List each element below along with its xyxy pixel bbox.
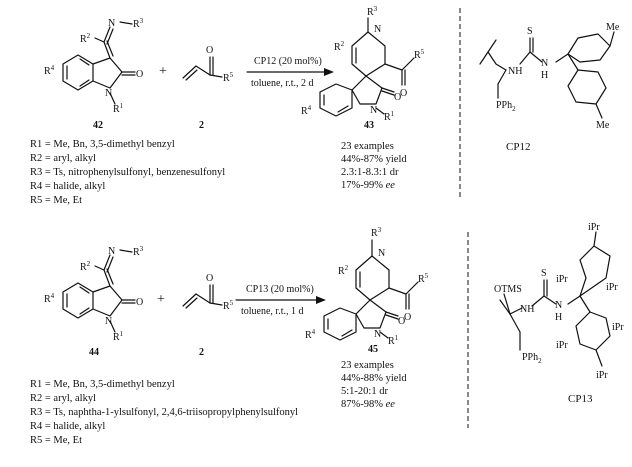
plus-sign-2: +	[157, 292, 165, 307]
solvent-condition-2: toluene, r.t., 1 d	[241, 306, 304, 317]
r2-group-44: R2	[80, 260, 91, 273]
reaction-arrow-1	[246, 68, 334, 76]
r3-group-43: R3	[367, 5, 378, 18]
r3-label-42: N	[108, 18, 115, 29]
reaction-arrow-2	[235, 296, 326, 304]
compound-number-2a: 2	[199, 120, 204, 131]
thiourea-s-cp13: S	[541, 268, 547, 279]
definition-r2-2: R2 = aryl, alkyl	[30, 393, 96, 404]
results-dr-1: 2.3:1-8.3:1 dr	[341, 167, 399, 178]
definition-r5-1: R5 = Me, Et	[30, 195, 82, 206]
definition-r1-1: R1 = Me, Bn, 3,5-dimethyl benzyl	[30, 139, 175, 150]
r5-group-45: R5	[418, 272, 429, 285]
thiourea-s-cp12: S	[527, 26, 533, 37]
nh-cp12-left: NH	[508, 66, 522, 77]
n-r3-43: N	[374, 24, 381, 35]
r5-group-43: R5	[414, 48, 425, 61]
results-dr-2: 5:1-20:1 dr	[341, 386, 388, 397]
catalyst-cp12-structure	[479, 31, 615, 119]
otms-cp13: OTMS	[494, 284, 522, 295]
r4-group-42: R4	[44, 64, 55, 77]
nh-cp13-right-h: H	[555, 312, 562, 323]
carbonyl-o-44: O	[136, 297, 143, 308]
ipr-upper-right-cp13: iPr	[606, 282, 618, 293]
catalyst-name-cp13: CP13	[568, 393, 593, 405]
ring-n-43: N	[370, 105, 377, 116]
r3-group-42: R3	[133, 17, 144, 30]
ring-n-44: N	[105, 316, 112, 327]
r1-group-42: R1	[113, 102, 124, 115]
definition-r4-2: R4 = halide, alkyl	[30, 421, 105, 432]
nh-cp13-left: NH	[520, 304, 534, 315]
r1-group-44: R1	[113, 330, 124, 343]
pph2-cp12: PPh2	[496, 100, 516, 113]
compound-number-42: 42	[93, 120, 103, 131]
pph2-cp13: PPh2	[522, 352, 542, 365]
r4-group-45: R4	[305, 328, 316, 341]
ketone-o-43: O	[400, 88, 407, 99]
ipr-upper-left-cp13: iPr	[556, 274, 568, 285]
r3-group-45: R3	[371, 226, 382, 239]
substrate-44	[62, 249, 136, 333]
r4-group-43: R4	[301, 104, 312, 117]
lactam-o-45: O	[398, 316, 405, 327]
catalyst-cp13-structure	[499, 231, 611, 367]
compound-number-2b: 2	[199, 347, 204, 358]
definition-r3-1: R3 = Ts, nitrophenylsulfonyl, benzenesul…	[30, 167, 225, 178]
solvent-condition-1: toluene, r.t., 2 d	[251, 78, 314, 89]
r2-group-43: R2	[334, 40, 345, 53]
enone-o-1: O	[206, 45, 213, 56]
ring-n-42: N	[105, 88, 112, 99]
enone-2-first	[182, 56, 223, 81]
nh-cp12-right: N	[541, 58, 548, 69]
substrate-42	[62, 21, 136, 105]
r3-group-44: R3	[133, 245, 144, 258]
results-yield-2: 44%-88% yield	[341, 373, 407, 384]
ipr-bottom-cp13: iPr	[596, 370, 608, 381]
definition-r5-2: R5 = Me, Et	[30, 435, 82, 446]
lactam-o-43: O	[394, 92, 401, 103]
ipr-top-cp13: iPr	[588, 222, 600, 233]
r2-group-42: R2	[80, 32, 91, 45]
definition-r2-1: R2 = aryl, alkyl	[30, 153, 96, 164]
results-yield-1: 44%-87% yield	[341, 154, 407, 165]
results-ee-1: 17%-99% ee	[341, 180, 395, 191]
r1-group-43: R1	[384, 110, 395, 123]
enone-2-second	[182, 284, 223, 309]
catalyst-name-cp12: CP12	[506, 141, 530, 153]
compound-number-45: 45	[368, 344, 378, 355]
nh-cp13-right: N	[555, 300, 562, 311]
results-examples-1: 23 examples	[341, 141, 394, 152]
definition-r3-2: R3 = Ts, naphtha-1-ylsulfonyl, 2,4,6-tri…	[30, 407, 298, 418]
ketone-o-45: O	[404, 312, 411, 323]
r1-group-45: R1	[388, 334, 399, 347]
compound-number-43: 43	[364, 120, 374, 131]
carbonyl-o-42: O	[136, 69, 143, 80]
r2-group-45: R2	[338, 264, 349, 277]
r5-group-2a: R5	[223, 71, 234, 84]
plus-sign-1: +	[159, 64, 167, 79]
results-ee-2: 87%-98% ee	[341, 399, 395, 410]
r5-group-2b: R5	[223, 299, 234, 312]
definition-r1-2: R1 = Me, Bn, 3,5-dimethyl benzyl	[30, 379, 175, 390]
nh-cp12-right-h: H	[541, 70, 548, 81]
ring-n-45: N	[374, 329, 381, 340]
me-bottom-cp12: Me	[596, 120, 610, 131]
me-top-cp12: Me	[606, 22, 620, 33]
compound-number-44: 44	[89, 347, 99, 358]
ipr-lower-left-cp13: iPr	[556, 340, 568, 351]
catalyst-condition-2: CP13 (20 mol%)	[246, 284, 314, 295]
product-45	[323, 239, 419, 341]
product-43	[319, 17, 415, 117]
definition-r4-1: R4 = halide, alkyl	[30, 181, 105, 192]
r4-group-44: R4	[44, 292, 55, 305]
catalyst-condition-1: CP12 (20 mol%)	[254, 56, 322, 67]
ipr-lower-right-cp13: iPr	[612, 322, 624, 333]
enone-o-2: O	[206, 273, 213, 284]
r3-label-44: N	[108, 246, 115, 257]
results-examples-2: 23 examples	[341, 360, 394, 371]
n-r3-45: N	[378, 248, 385, 259]
